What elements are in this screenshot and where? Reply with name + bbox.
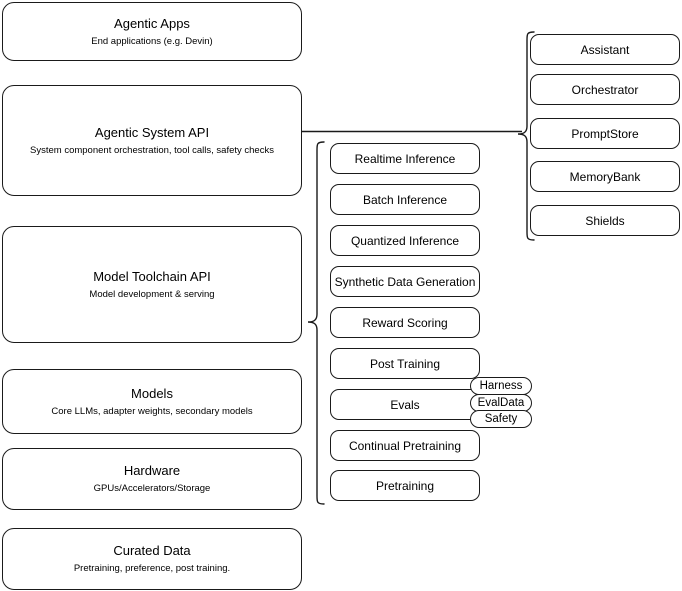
component-label: Shields: [585, 213, 625, 228]
component-box-memorybank[interactable]: MemoryBank: [530, 161, 680, 192]
component-label: MemoryBank: [569, 169, 641, 184]
capability-label: Reward Scoring: [362, 315, 448, 330]
layer-subtitle: System component orchestration, tool cal…: [30, 144, 274, 156]
component-label: Assistant: [580, 42, 630, 57]
capability-label: Batch Inference: [362, 192, 448, 207]
capability-label: Pretraining: [375, 478, 435, 493]
brace-model-toolchain: [307, 141, 325, 505]
layer-box-hardware[interactable]: Hardware GPUs/Accelerators/Storage: [2, 448, 302, 510]
capability-box-continual-pretraining[interactable]: Continual Pretraining: [330, 430, 480, 461]
capability-label: Post Training: [369, 356, 441, 371]
layer-title: Models: [131, 385, 173, 401]
component-box-orchestrator[interactable]: Orchestrator: [530, 74, 680, 105]
component-box-assistant[interactable]: Assistant: [530, 34, 680, 65]
capability-box-realtime-inference[interactable]: Realtime Inference: [330, 143, 480, 174]
connector-line-agentic-system-api: [302, 130, 522, 133]
eval-tag-label: EvalData: [477, 397, 525, 409]
layer-box-agentic-apps[interactable]: Agentic Apps End applications (e.g. Devi…: [2, 2, 302, 61]
layer-subtitle: Model development & serving: [89, 288, 215, 300]
layer-title: Model Toolchain API: [93, 268, 211, 284]
capability-box-evals[interactable]: Evals: [330, 389, 480, 420]
layer-subtitle: End applications (e.g. Devin): [91, 35, 213, 47]
component-label: Orchestrator: [571, 82, 639, 97]
capability-label: Quantized Inference: [350, 233, 460, 248]
layer-title: Hardware: [123, 463, 181, 478]
layer-box-curated-data[interactable]: Curated Data Pretraining, preference, po…: [2, 528, 302, 590]
component-box-shields[interactable]: Shields: [530, 205, 680, 236]
layer-subtitle: Pretraining, preference, post training.: [73, 563, 231, 574]
layer-title: Agentic System API: [94, 124, 210, 140]
eval-tag-label: Harness: [479, 380, 523, 392]
capability-box-post-training[interactable]: Post Training: [330, 348, 480, 379]
component-label: PromptStore: [571, 126, 639, 141]
layer-title: Curated Data: [113, 543, 191, 558]
capability-box-synthetic-data-generation[interactable]: Synthetic Data Generation: [330, 266, 480, 297]
layer-box-models[interactable]: Models Core LLMs, adapter weights, secon…: [2, 369, 302, 434]
capability-label: Evals: [390, 397, 420, 412]
eval-tag-safety[interactable]: Safety: [470, 410, 532, 428]
component-box-promptstore[interactable]: PromptStore: [530, 118, 680, 149]
eval-tag-harness[interactable]: Harness: [470, 377, 532, 395]
layer-box-model-toolchain-api[interactable]: Model Toolchain API Model development & …: [2, 226, 302, 343]
capability-label: Realtime Inference: [354, 151, 456, 166]
layer-title: Agentic Apps: [114, 15, 190, 31]
eval-tag-label: Safety: [484, 413, 518, 425]
capability-box-reward-scoring[interactable]: Reward Scoring: [330, 307, 480, 338]
capability-label: Synthetic Data Generation: [334, 274, 476, 289]
capability-box-pretraining[interactable]: Pretraining: [330, 470, 480, 501]
layer-subtitle: Core LLMs, adapter weights, secondary mo…: [51, 405, 253, 417]
capability-box-batch-inference[interactable]: Batch Inference: [330, 184, 480, 215]
capability-box-quantized-inference[interactable]: Quantized Inference: [330, 225, 480, 256]
layer-box-agentic-system-api[interactable]: Agentic System API System component orch…: [2, 85, 302, 196]
layer-subtitle: GPUs/Accelerators/Storage: [93, 483, 211, 494]
capability-label: Continual Pretraining: [348, 438, 462, 453]
